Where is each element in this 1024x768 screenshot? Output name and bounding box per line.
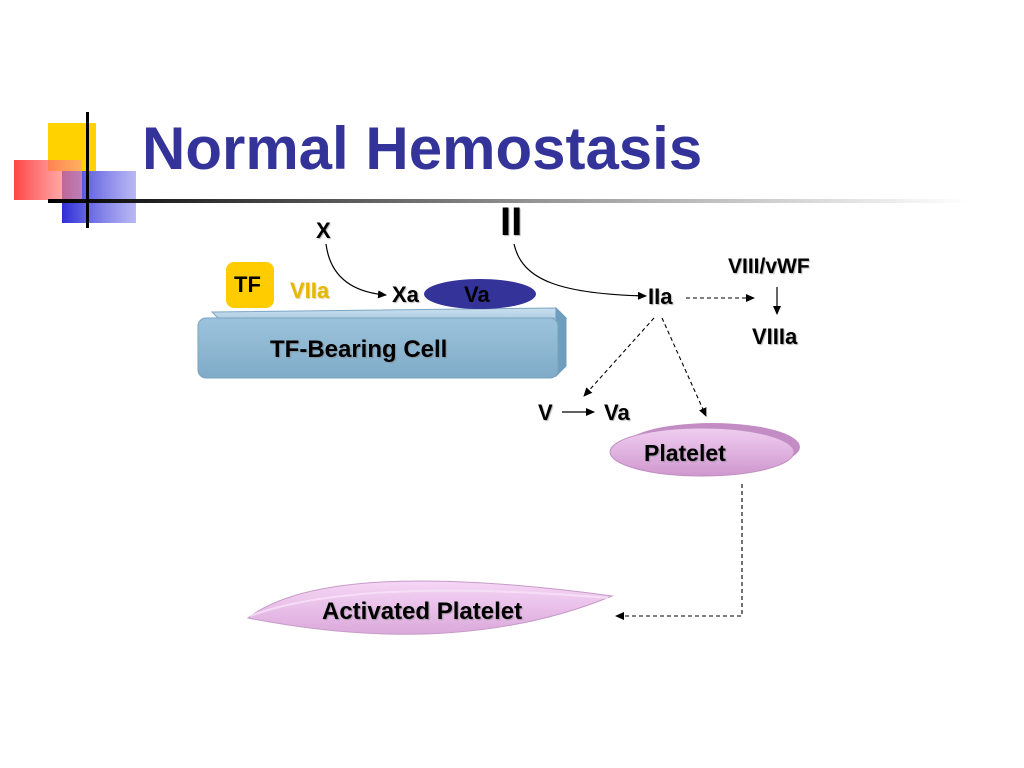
red-square bbox=[14, 160, 82, 200]
tf-bearing-cell-shape bbox=[197, 306, 568, 379]
label-va-platelet: Va bbox=[604, 400, 630, 425]
label-viia: VIIa bbox=[290, 278, 330, 303]
label-tf-bearing-cell: TF-Bearing Cell bbox=[270, 336, 448, 363]
label-ii: II bbox=[500, 200, 523, 244]
vertical-rule bbox=[86, 112, 89, 228]
arrow-platelet-to-activated bbox=[615, 484, 743, 620]
label-iia: IIa bbox=[648, 284, 673, 309]
va-ellipse bbox=[424, 279, 536, 309]
label-viii-vwf: VIII/vWF bbox=[728, 255, 810, 278]
arrow-iia-to-platelet bbox=[661, 317, 707, 417]
arrow-iia-to-v bbox=[583, 317, 655, 397]
label-platelet: Platelet bbox=[644, 440, 726, 466]
platelet-shape bbox=[609, 423, 800, 477]
label-v: V bbox=[538, 400, 553, 425]
arrow-x-to-xa bbox=[325, 243, 387, 299]
label-xa: Xa bbox=[392, 282, 419, 307]
label-va-cell: Va bbox=[464, 282, 490, 307]
activated-platelet-shape bbox=[246, 580, 614, 635]
tf-badge bbox=[226, 262, 274, 308]
label-tf: TF bbox=[234, 272, 261, 297]
label-viiia: VIIIa bbox=[752, 324, 798, 349]
page-title: Normal Hemostasis bbox=[142, 115, 703, 182]
arrow-ii-to-iia bbox=[513, 243, 647, 300]
label-activated-platelet: Activated Platelet bbox=[322, 598, 523, 625]
label-x: X bbox=[316, 218, 331, 243]
title-rule bbox=[48, 199, 968, 203]
